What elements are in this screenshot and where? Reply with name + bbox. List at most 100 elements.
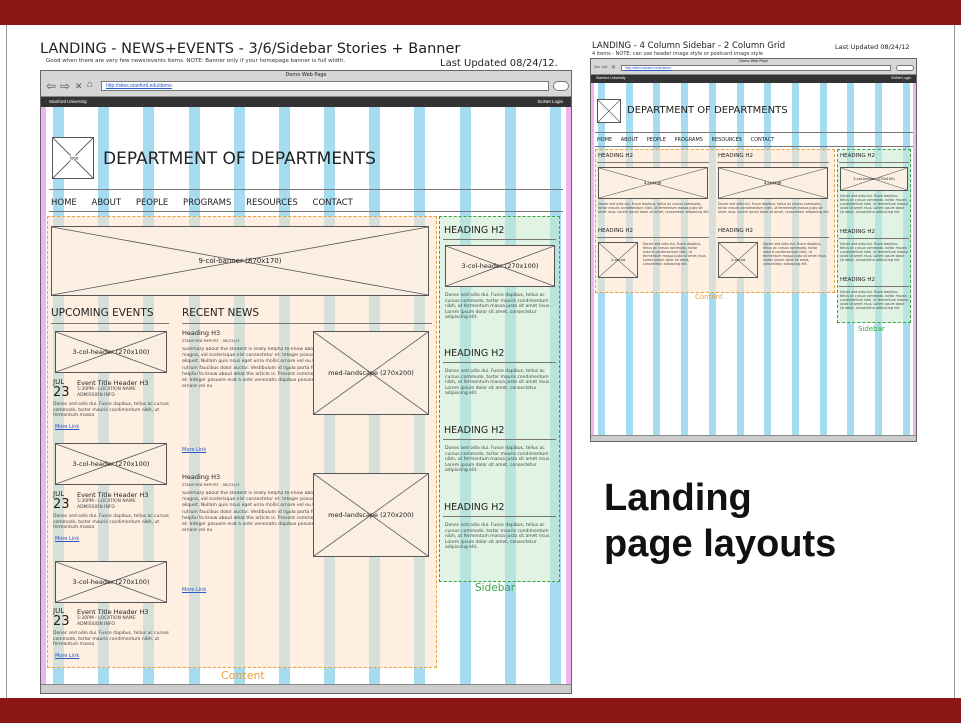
grid-image-label: 4-col-hdr [764, 180, 782, 186]
forward-arrow-icon[interactable]: ⇨ [60, 79, 71, 93]
nav-home[interactable]: HOME [51, 198, 77, 208]
event-body: Donec sed odio dui. Fusce dapibus, tellu… [53, 514, 169, 530]
left-search-field[interactable] [553, 81, 569, 91]
left-window-title: Demo Web Page [285, 72, 327, 78]
left-browser-chrome: Demo Web Page ⇦ ⇨ ✕ ⌂ http://sites.stanf… [41, 71, 571, 97]
nav-contact[interactable]: CONTACT [750, 137, 775, 143]
nav-about[interactable]: ABOUT [91, 198, 122, 208]
grid-thumb-label: 2-col-sq [611, 258, 625, 262]
event-title[interactable]: Event Title Header H3 [77, 491, 149, 499]
sidebar-heading: HEADING H2 [840, 153, 875, 159]
right-topbar-login[interactable]: SUNet Login [891, 76, 911, 80]
left-topbar-login[interactable]: SUNet Login [537, 99, 563, 104]
event-image-1: 3-col-header (270x100) [55, 331, 167, 373]
news-more-link[interactable]: More Link [182, 447, 207, 453]
grid-heading: HEADING H2 [598, 228, 633, 234]
sidebar-heading: HEADING H2 [840, 229, 875, 235]
right-url: http://sites.stanford.edu/demo [625, 66, 672, 70]
left-margin-gutter [41, 107, 46, 684]
nav-programs[interactable]: PROGRAMS [182, 198, 232, 208]
nav-home[interactable]: HOME [597, 137, 613, 143]
news-more-link[interactable]: More Link [182, 587, 207, 593]
right-sidebar-image-label: 3-col-header (270x100) [853, 177, 895, 181]
news-summary: Summary about the student is really help… [182, 491, 429, 534]
close-icon[interactable]: ✕ [75, 81, 83, 91]
right-horizontal-scrollbar[interactable] [591, 435, 916, 441]
grid-text: Donec sed odio dui. Fusce dapibus, tellu… [643, 242, 707, 266]
left-main-nav: HOME ABOUT PEOPLE PROGRAMS RESOURCES CON… [51, 198, 365, 208]
home-icon[interactable]: ⌂ [87, 79, 94, 90]
event-more-link[interactable]: More Link [55, 536, 80, 542]
sidebar-rule [443, 362, 556, 363]
nav-people[interactable]: PEOPLE [135, 198, 169, 208]
news-meta: STANFORD REPORT - 08/23/12 [182, 482, 240, 487]
event-month: JUL [53, 378, 65, 386]
news-heading-h3[interactable]: Heading H3 [182, 329, 221, 337]
sidebar-text: Donec sed odio dui. Fusce dapibus, tellu… [445, 369, 551, 396]
nav-resources[interactable]: RESOURCES [246, 198, 298, 208]
event-image-3: 3-col-header (270x100) [55, 561, 167, 603]
right-browser-chrome: Demo Web Page ⇦ ⇨ ✕ http://sites.stanfor… [591, 59, 916, 75]
nav-contact[interactable]: CONTACT [312, 198, 353, 208]
right-search-field[interactable] [896, 65, 914, 71]
news-image-2: med-landscape (270x200) [313, 473, 429, 557]
grid-thumb-1: 2-col-sq [598, 242, 638, 278]
event-more-link[interactable]: More Link [55, 424, 80, 430]
banner-label: 9-col-banner (870x170) [198, 257, 282, 265]
grid-image-label: 4-col-hdr [644, 180, 662, 186]
sidebar-rule [443, 516, 556, 517]
caption-line-1: Landing [604, 477, 752, 519]
nav-about[interactable]: ABOUT [620, 137, 639, 143]
grid-thumb-2: 2-col-sq [718, 242, 758, 278]
events-heading: UPCOMING EVENTS [51, 307, 154, 319]
sidebar-text: Donec sed odio dui. Fusce dapibus, tellu… [445, 446, 551, 473]
sidebar-heading: HEADING H2 [444, 502, 505, 513]
sidebar-heading: HEADING H2 [444, 225, 505, 236]
left-site-topbar: Stanford University SUNet Login [41, 97, 571, 107]
left-logo-label: logo [67, 155, 81, 161]
right-sidebar-image: 3-col-header (270x100) [840, 167, 908, 191]
left-last-updated: Last Updated 08/24/12. [440, 58, 558, 69]
news-heading-h3[interactable]: Heading H3 [182, 473, 221, 481]
right-window-title: Demo Web Page [739, 59, 768, 63]
event-body: Donec sed odio dui. Fusce dapibus, tellu… [53, 631, 169, 647]
sidebar-heading: HEADING H2 [444, 425, 505, 436]
right-left-gutter [591, 83, 594, 435]
forward-arrow-icon[interactable]: ⇨ [602, 64, 608, 71]
right-site-title: DEPARTMENT OF DEPARTMENTS [627, 105, 788, 116]
back-arrow-icon[interactable]: ⇦ [594, 64, 600, 71]
nav-programs[interactable]: PROGRAMS [674, 137, 703, 143]
grid-text: Donec sed odio dui. Fusce dapibus, tellu… [718, 202, 830, 214]
news-heading: RECENT NEWS [182, 307, 260, 319]
left-address-bar[interactable]: http://sites.stanford.edu/demo [101, 81, 549, 91]
grid-text: Donec sed odio dui. Fusce dapibus, tellu… [763, 242, 827, 266]
right-last-updated: Last Updated 08/24/12 [835, 43, 910, 51]
right-header-rule [595, 132, 913, 133]
nav-resources[interactable]: RESOURCES [711, 137, 742, 143]
back-arrow-icon[interactable]: ⇦ [46, 79, 57, 93]
sidebar-rule [839, 238, 909, 239]
left-horizontal-scrollbar[interactable] [41, 684, 571, 693]
right-nav-rule [595, 146, 913, 147]
event-image-label: 3-col-header (270x100) [72, 460, 150, 468]
close-icon[interactable]: ✕ [611, 65, 617, 71]
right-address-bar[interactable]: http://sites.stanford.edu/demo [621, 65, 891, 71]
event-title[interactable]: Event Title Header H3 [77, 379, 149, 387]
news-image-1: med-landscape (270x200) [313, 331, 429, 415]
nav-people[interactable]: PEOPLE [646, 137, 666, 143]
news-meta: STANFORD REPORT - 08/23/12 [182, 338, 240, 343]
event-more-link[interactable]: More Link [55, 653, 80, 659]
event-title[interactable]: Event Title Header H3 [77, 608, 149, 616]
sidebar-image-label: 3-col-header (270x100) [461, 262, 539, 270]
sidebar-rule [443, 439, 556, 440]
right-content-label: Content [695, 293, 723, 301]
grid-heading: HEADING H2 [598, 153, 633, 159]
sidebar-image: 3-col-header (270x100) [445, 245, 555, 287]
event-day: 23 [53, 497, 70, 512]
grid-rule [597, 162, 709, 163]
sidebar-rule [839, 162, 909, 163]
right-logo-placeholder [597, 99, 621, 123]
right-sidebar-label: Sidebar [858, 325, 885, 333]
event-day: 23 [53, 614, 70, 629]
left-logo-placeholder: logo [52, 137, 94, 179]
